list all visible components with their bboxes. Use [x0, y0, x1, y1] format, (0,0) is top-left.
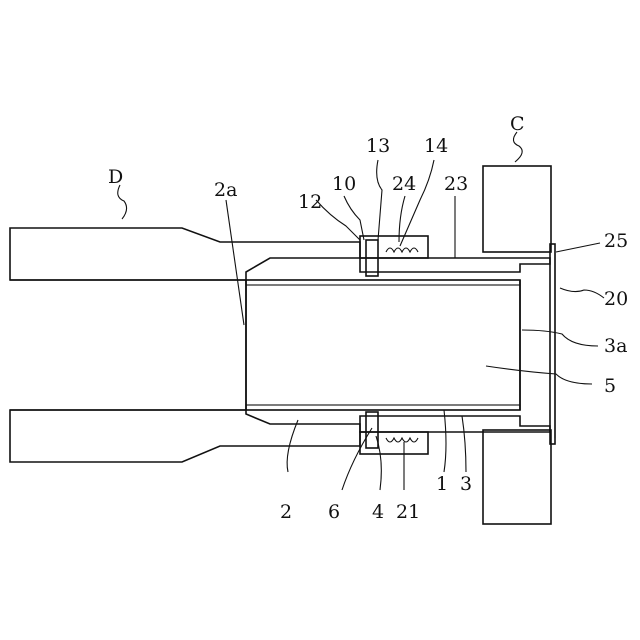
label-21: 21	[396, 501, 420, 523]
leader-D	[118, 185, 127, 219]
label-C: C	[510, 113, 525, 135]
label-10: 10	[332, 173, 356, 195]
inner-tube-3	[246, 280, 520, 410]
leader-lines	[118, 132, 604, 490]
leader-5	[486, 366, 592, 384]
thread-lower-21	[386, 438, 418, 442]
leader-C	[513, 132, 522, 162]
label-2a: 2a	[214, 179, 237, 201]
leader-2a	[226, 200, 244, 325]
pipe-D	[10, 228, 360, 462]
label-23: 23	[444, 173, 468, 195]
nut-10	[360, 236, 428, 454]
label-24: 24	[392, 173, 416, 195]
wall-upper-block	[483, 166, 551, 252]
label-13: 13	[366, 135, 390, 157]
label-5: 5	[604, 375, 616, 397]
sleeve-1	[360, 244, 555, 444]
label-14: 14	[424, 135, 448, 157]
label-12: 12	[298, 191, 322, 213]
label-20: 20	[604, 288, 628, 310]
label-3a: 3a	[604, 335, 627, 357]
label-6: 6	[328, 501, 340, 523]
wall-lower-block	[483, 430, 551, 524]
leader-1	[444, 410, 446, 472]
inner-tube-body	[246, 280, 520, 410]
label-25: 25	[604, 230, 628, 252]
label-D: D	[108, 166, 123, 188]
nut-lower-inner	[366, 412, 378, 448]
label-3: 3	[460, 473, 472, 495]
pipe-D-upper-wall	[10, 228, 360, 280]
nut-lower	[360, 432, 428, 454]
wall-C	[483, 166, 551, 524]
leader-6	[342, 428, 372, 490]
leader-25	[556, 243, 600, 252]
pipe-D-lower-wall	[10, 410, 360, 462]
label-1: 1	[436, 473, 448, 495]
leader-13	[377, 160, 382, 240]
label-4: 4	[372, 501, 384, 523]
flange-20	[550, 244, 555, 444]
sleeve-upper	[360, 258, 550, 272]
leader-3	[462, 416, 466, 472]
leader-3a	[522, 330, 598, 346]
thread-upper-14	[386, 248, 418, 252]
leader-24	[399, 196, 405, 242]
label-2: 2	[280, 501, 292, 523]
leader-12	[316, 200, 360, 240]
leader-20	[560, 288, 604, 298]
leader-4	[376, 436, 381, 490]
